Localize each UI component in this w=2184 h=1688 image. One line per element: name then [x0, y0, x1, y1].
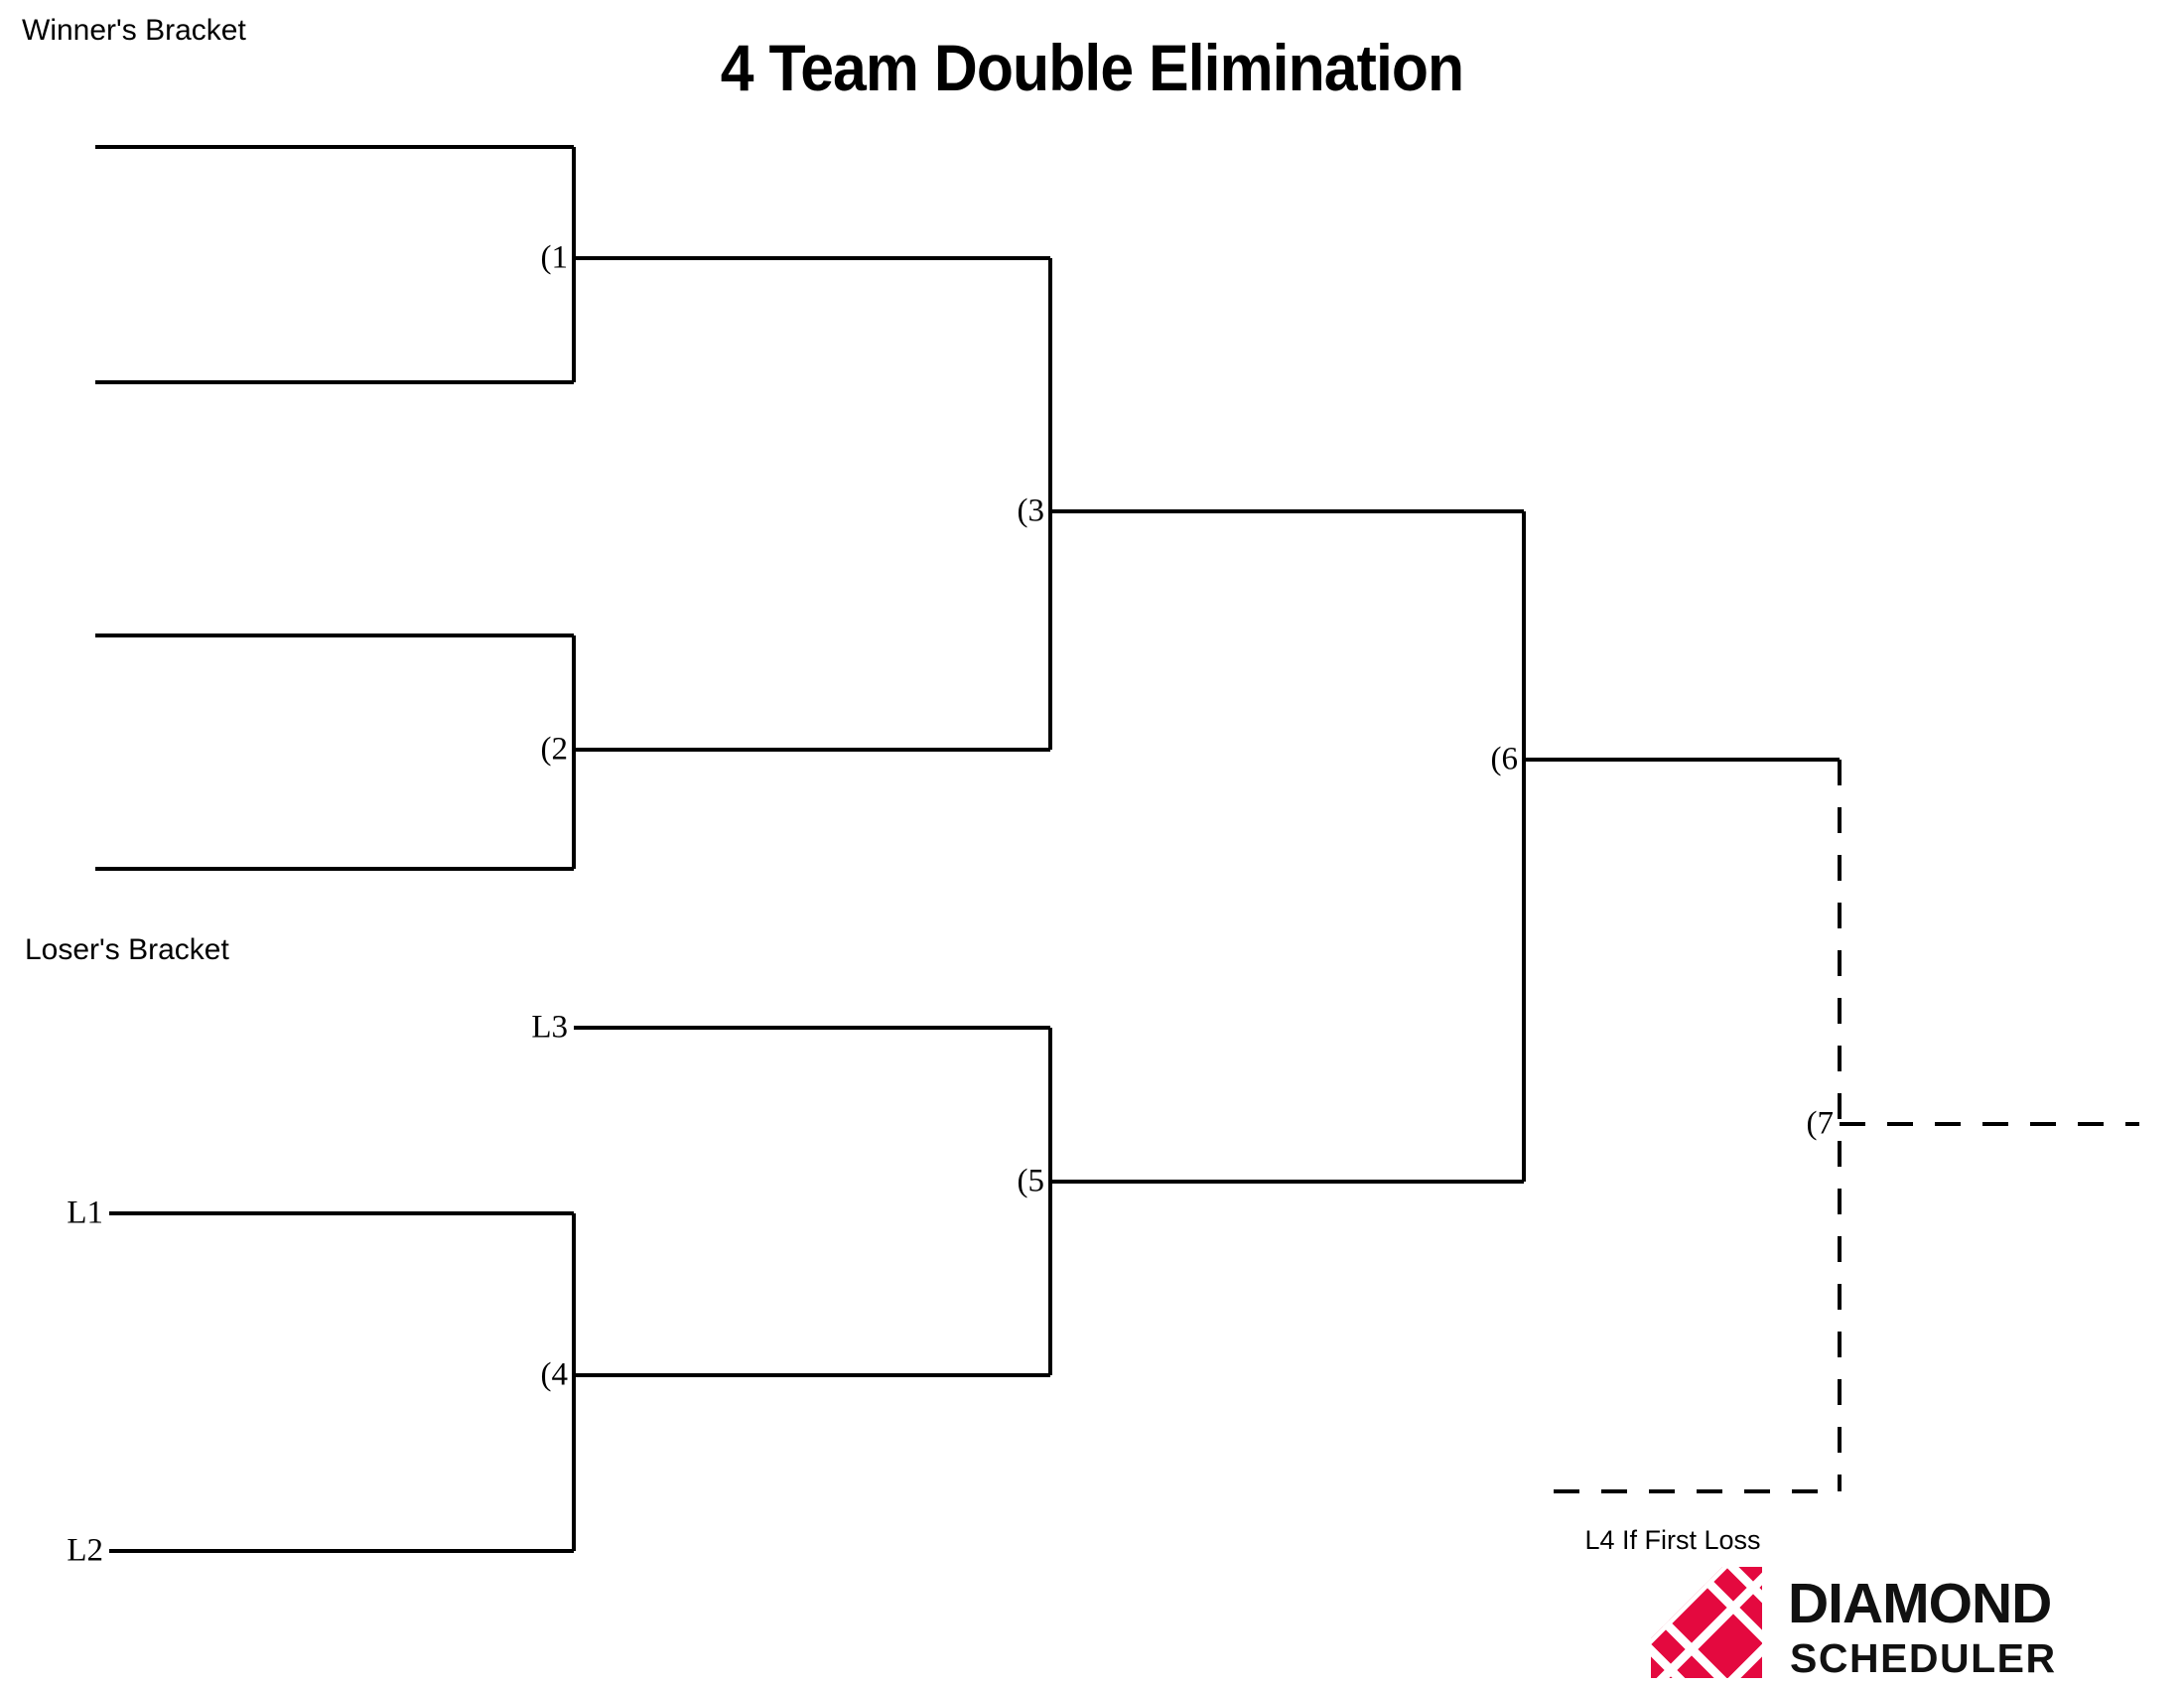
page-title: 4 Team Double Elimination: [720, 31, 1464, 104]
game-label-7: (7: [1806, 1105, 1835, 1142]
diamond-scheduler-logo: DIAMOND SCHEDULER: [1651, 1567, 2167, 1684]
logo-text-scheduler: SCHEDULER: [1790, 1635, 2057, 1681]
seed-label-l2: L2: [67, 1532, 103, 1569]
game-label-3: (3: [1017, 492, 1045, 529]
game-label-4: (4: [540, 1356, 569, 1393]
if-first-loss-note: L4 If First Loss: [1584, 1525, 1761, 1555]
seed-label-l1: L1: [67, 1195, 103, 1231]
game-label-1: (1: [540, 239, 569, 276]
winners-bracket-heading: Winner's Bracket: [22, 14, 246, 47]
seed-label-l3: L3: [531, 1009, 568, 1046]
game-label-2: (2: [540, 731, 569, 768]
game-label-5: (5: [1017, 1163, 1045, 1199]
losers-bracket-heading: Loser's Bracket: [25, 933, 229, 966]
game-label-6: (6: [1490, 741, 1519, 777]
logo-text-diamond: DIAMOND: [1788, 1572, 2051, 1635]
